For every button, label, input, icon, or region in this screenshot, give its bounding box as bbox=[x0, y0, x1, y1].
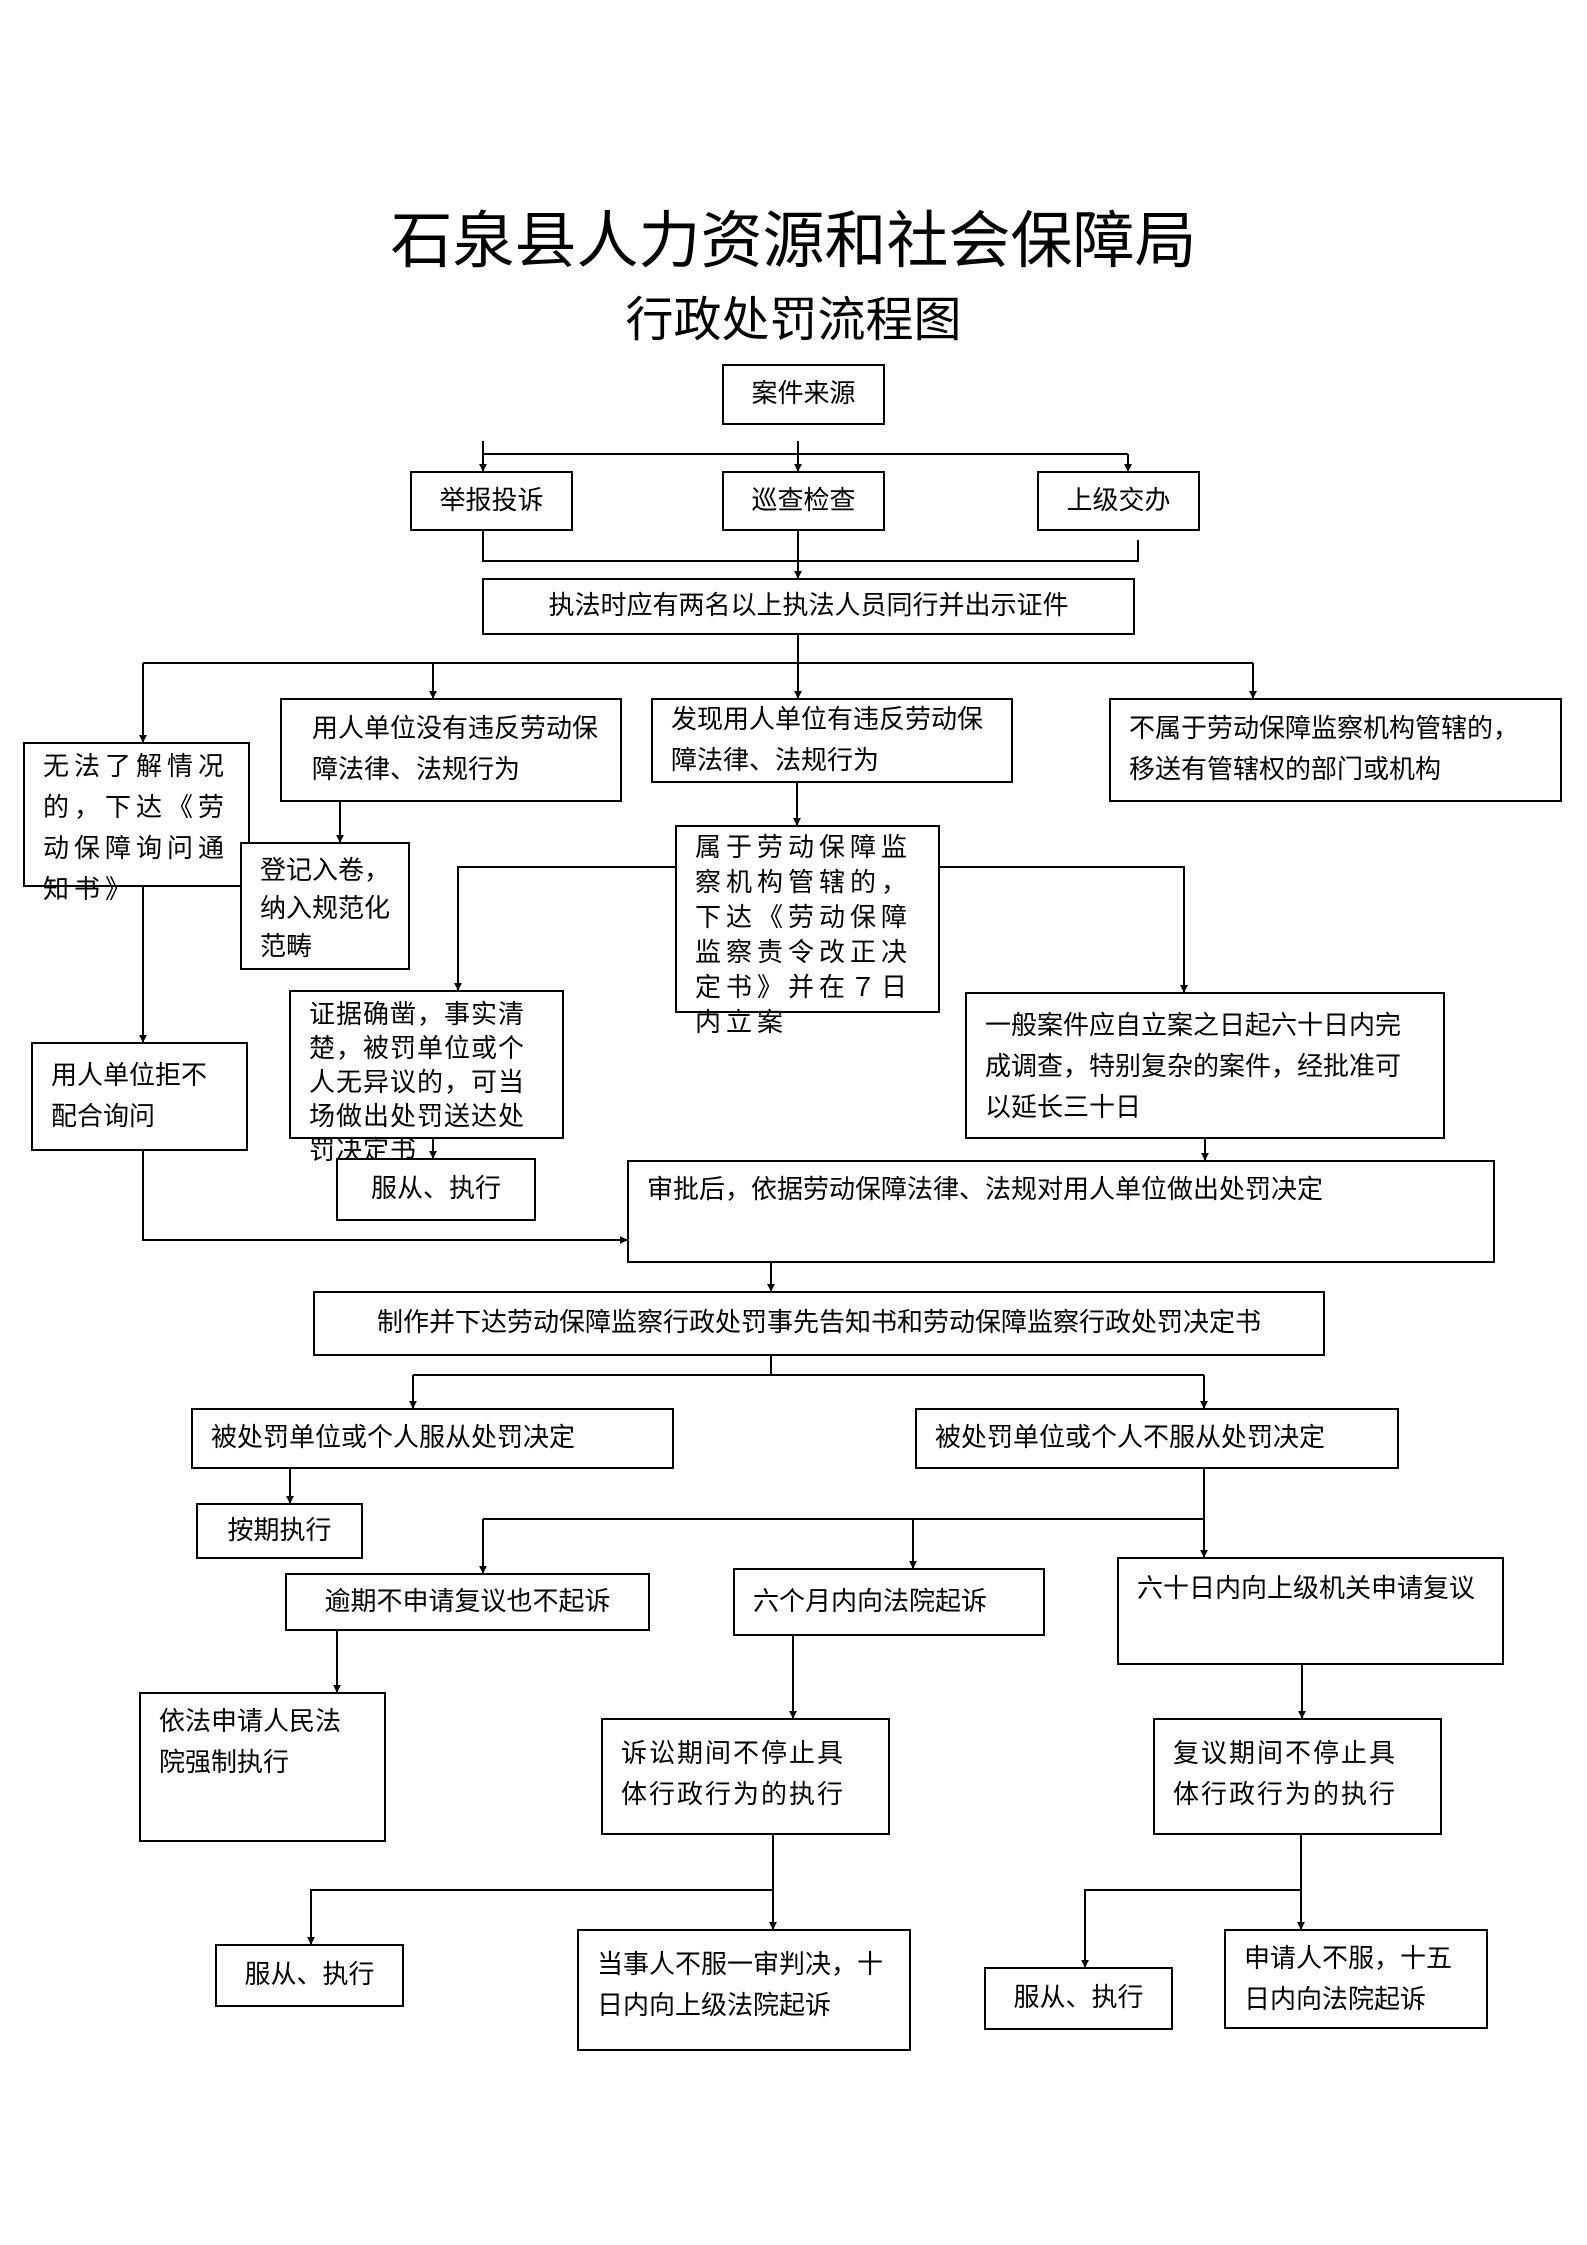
node-register: 登记入卷，纳入规范化范畴 bbox=[240, 842, 410, 970]
node-violation-found: 发现用人单位有违反劳动保障法律、法规行为 bbox=[651, 698, 1013, 783]
node-sixty-days: 一般案件应自立案之日起六十日内完成调查，特别复杂的案件，经批准可以延长三十日 bbox=[965, 992, 1445, 1139]
node-not-jurisdiction: 不属于劳动保障监察机构管辖的，移送有管辖权的部门或机构 bbox=[1109, 698, 1562, 802]
node-patrol-inspection: 巡查检查 bbox=[722, 471, 885, 531]
node-applicant-appeal: 申请人不服，十五日内向法院起诉 bbox=[1224, 1929, 1488, 2029]
node-unknown-situation: 无法了解情况的，下达《劳动保障询问通知书》 bbox=[23, 742, 250, 905]
page-subtitle: 行政处罚流程图 bbox=[625, 292, 962, 348]
node-approve-decision: 审批后，依据劳动保障法律、法规对用人单位做出处罚决定 bbox=[627, 1160, 1495, 1263]
page-title: 石泉县人力资源和社会保障局 bbox=[390, 204, 1197, 277]
node-report-complaint: 举报投诉 bbox=[410, 471, 573, 531]
node-reject-penalty: 被处罚单位或个人不服从处罚决定 bbox=[915, 1408, 1399, 1469]
node-onsite-decision: 证据确凿，事实清楚，被罚单位或个人无异议的，可当场做出处罚送达处罚决定书 bbox=[289, 990, 564, 1166]
node-overdue: 逾期不申请复议也不起诉 bbox=[285, 1573, 650, 1631]
node-case-source: 案件来源 bbox=[722, 364, 885, 425]
node-reconsideration: 六十日内向上级机关申请复议 bbox=[1117, 1557, 1504, 1665]
node-execute-on-time: 按期执行 bbox=[196, 1503, 363, 1559]
node-superior-assigned: 上级交办 bbox=[1037, 471, 1200, 531]
node-appeal: 当事人不服一审判决，十日内向上级法院起诉 bbox=[577, 1929, 911, 2051]
node-accept-penalty: 被处罚单位或个人服从处罚决定 bbox=[191, 1408, 674, 1469]
node-court-enforcement: 依法申请人民法院强制执行 bbox=[139, 1692, 386, 1842]
node-review-continue: 复议期间不停止具体行政行为的执行 bbox=[1153, 1718, 1442, 1835]
node-no-violation: 用人单位没有违反劳动保障法律、法规行为 bbox=[280, 698, 622, 802]
node-jurisdiction: 属于劳动保障监察机构管辖的，下达《劳动保障监察责令改正决定书》并在７日内立案 bbox=[675, 825, 940, 1038]
node-lawsuit-continue: 诉讼期间不停止具体行政行为的执行 bbox=[601, 1718, 890, 1835]
node-issue-documents: 制作并下达劳动保障监察行政处罚事先告知书和劳动保障监察行政处罚决定书 bbox=[313, 1291, 1325, 1356]
node-refuse-inquiry: 用人单位拒不配合询问 bbox=[31, 1042, 248, 1151]
node-comply-execute-1: 服从、执行 bbox=[336, 1158, 536, 1221]
node-comply-execute-2: 服从、执行 bbox=[215, 1944, 404, 2007]
node-enforcement-rule: 执法时应有两名以上执法人员同行并出示证件 bbox=[482, 578, 1135, 635]
node-six-months: 六个月内向法院起诉 bbox=[733, 1568, 1045, 1636]
node-comply-execute-3: 服从、执行 bbox=[984, 1967, 1173, 2030]
